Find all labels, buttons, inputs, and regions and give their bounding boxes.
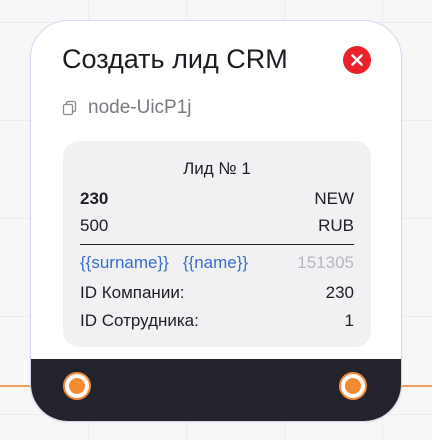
employee-id-label: ID Сотрудника: (80, 311, 199, 330)
output-handle[interactable] (339, 372, 367, 400)
lead-amount: 500 (80, 216, 109, 235)
node-title: Создать лид CRM (62, 44, 288, 74)
node-footer (31, 359, 401, 421)
copy-icon[interactable] (62, 100, 78, 116)
name-variable: {{name}} (182, 253, 249, 272)
lead-currency: RUB (318, 216, 354, 235)
surname-variable: {{surname}} (80, 253, 169, 272)
lead-amount-row: 500 RUB (80, 216, 354, 236)
close-icon (351, 54, 363, 66)
input-handle[interactable] (63, 372, 91, 400)
close-button[interactable] (343, 46, 371, 74)
company-id-label: ID Компании: (80, 283, 185, 302)
divider (80, 244, 354, 245)
lead-title: Лид № 1 (183, 159, 251, 178)
lead-card: Лид № 1 230 NEW 500 RUB {{surname}} {{na… (63, 141, 371, 347)
contact-variables: {{surname}} {{name}} (80, 253, 248, 273)
node-id-row[interactable]: node-UicP1j (62, 97, 192, 118)
company-id-row: ID Компании: 230 (80, 283, 354, 303)
input-handle-dot (69, 378, 85, 394)
company-id-value: 230 (325, 283, 354, 302)
lead-contact-row: {{surname}} {{name}} 151305 (80, 253, 354, 273)
output-handle-dot (345, 378, 361, 394)
lead-id-value: 230 (80, 189, 109, 208)
contact-number: 151305 (297, 253, 354, 272)
crm-lead-node[interactable]: Создать лид CRM node-UicP1j Лид № 1 230 … (30, 20, 402, 422)
lead-id-status-row: 230 NEW (80, 189, 354, 209)
lead-status: NEW (314, 189, 354, 208)
employee-id-row: ID Сотрудника: 1 (80, 311, 354, 331)
employee-id-value: 1 (344, 311, 354, 330)
node-id-text: node-UicP1j (88, 97, 192, 118)
